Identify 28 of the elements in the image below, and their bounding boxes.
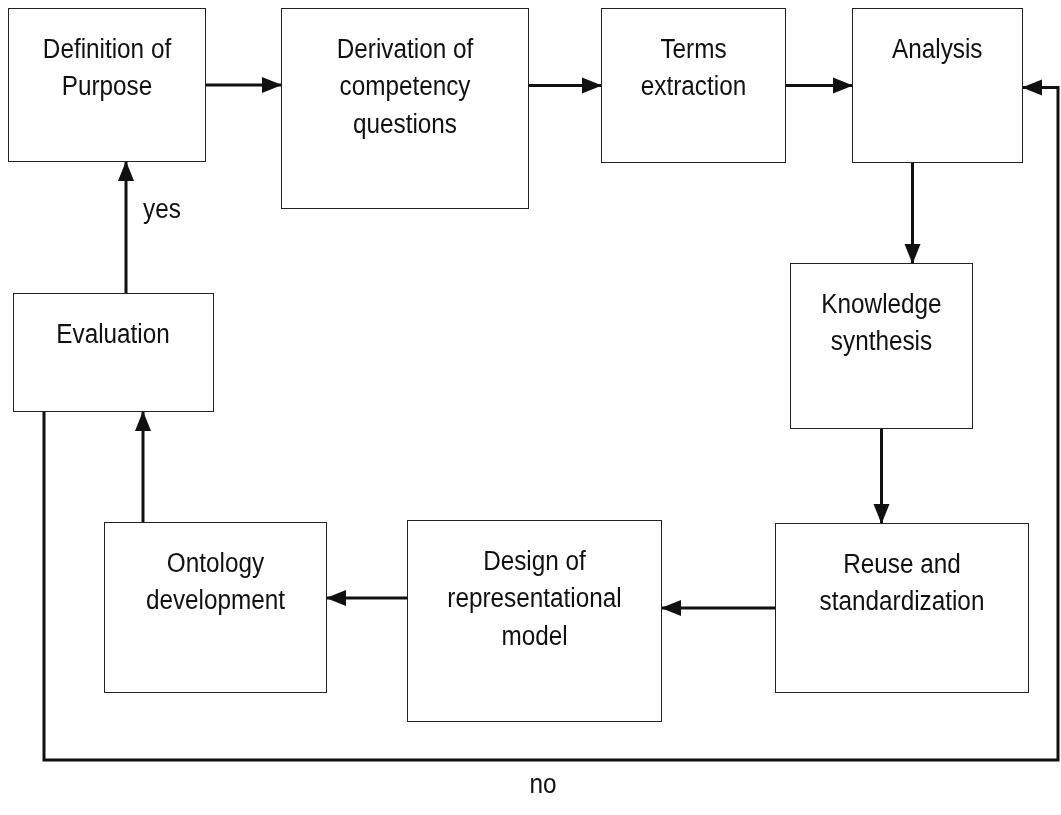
arrow: [206, 77, 282, 93]
box-label: Reuse and standardization: [818, 548, 986, 619]
box-label: Analysis: [892, 33, 983, 66]
arrow: [661, 600, 775, 616]
arrow: [873, 429, 890, 524]
box-label: Derivation of competency questions: [335, 33, 475, 141]
process-box: [8, 8, 206, 162]
box-label: Knowledge synthesis: [820, 288, 943, 359]
box-label: Terms extraction: [639, 33, 748, 104]
process-box: [852, 8, 1023, 163]
process-box: [13, 293, 214, 412]
arrow: [904, 163, 921, 264]
process-box: [790, 263, 973, 429]
arrow: [786, 77, 853, 94]
box-label: Design of representational model: [446, 545, 623, 653]
arrow: [326, 590, 407, 606]
arrow: [118, 161, 134, 293]
box-label: Definition of Purpose: [41, 33, 173, 104]
process-box: [601, 8, 786, 163]
process-box: [775, 523, 1029, 693]
process-box: [104, 522, 327, 693]
process-box: [281, 8, 529, 209]
process-box: [407, 520, 662, 722]
arrow: [529, 77, 602, 94]
box-label: Ontology development: [144, 547, 287, 618]
arrow: [135, 411, 151, 522]
arrow: [42, 79, 1060, 762]
box-label: Evaluation: [56, 318, 171, 351]
